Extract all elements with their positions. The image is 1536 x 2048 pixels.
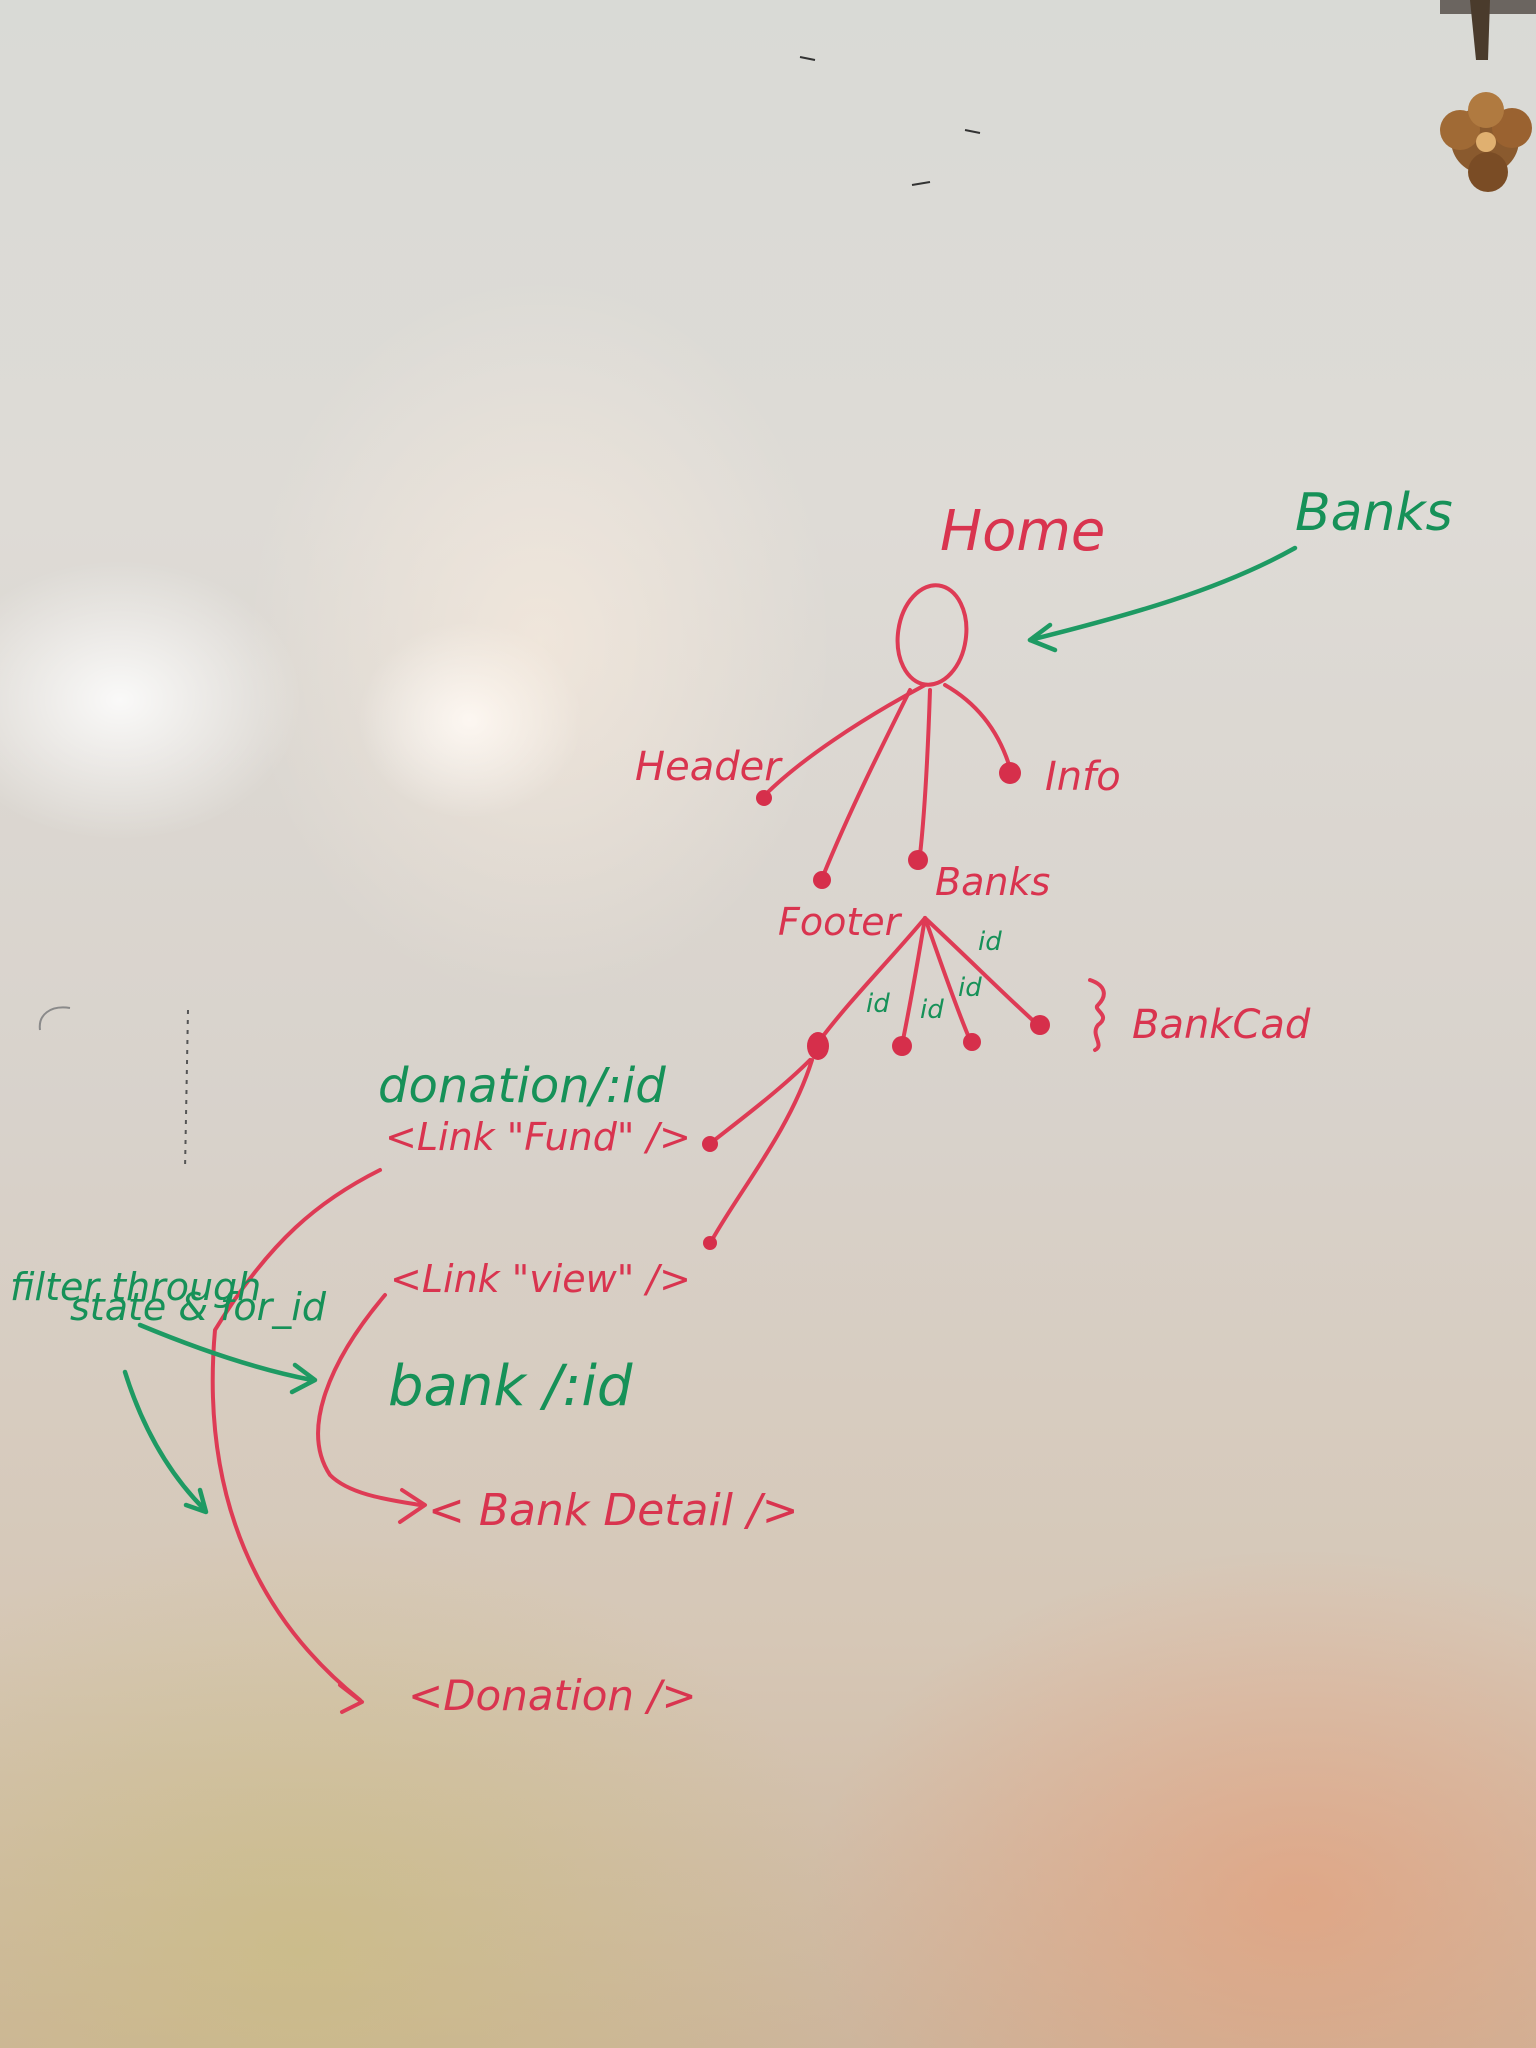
info-label: Info — [1045, 754, 1121, 800]
edge-label-id-3: id — [920, 995, 944, 1025]
edge-card-view — [710, 1058, 814, 1242]
filter-arrows — [122, 1322, 318, 1515]
filter-note-line2: state & for_id — [70, 1285, 327, 1329]
bank-card-node-2 — [892, 1036, 912, 1056]
magnet-clip — [1440, 0, 1536, 192]
view-link-node — [703, 1236, 717, 1250]
link-view-label: <Link "view" /> — [390, 1257, 691, 1301]
banks-node — [908, 850, 928, 870]
link-fund-label: <Link "Fund" /> — [385, 1115, 691, 1159]
bank-card-node-1 — [807, 1032, 829, 1060]
edge-home-header — [763, 683, 927, 797]
bank-detail-label: < Bank Detail /> — [428, 1485, 799, 1536]
edge-banks-card4 — [923, 916, 1040, 1027]
banks-prop-label: Banks — [1295, 483, 1453, 543]
route-arrows — [210, 1168, 427, 1714]
fund-link-node — [702, 1136, 718, 1152]
footer-label: Footer — [778, 900, 903, 944]
edge-home-footer — [821, 688, 912, 878]
edge-home-banks — [918, 688, 932, 857]
fund-to-donation-arrow — [210, 1168, 382, 1702]
info-node — [999, 762, 1021, 784]
bank-card-links — [702, 1058, 814, 1250]
bank-route-label: bank /:id — [388, 1354, 633, 1419]
bank-card-label: BankCad — [1132, 1002, 1311, 1048]
edge-card-fund — [710, 1058, 812, 1144]
edge-label-id-2: id — [866, 989, 890, 1019]
filter-note-line1: filter through — [10, 1265, 261, 1309]
header-node — [756, 790, 772, 806]
edge-label-id-1: id — [978, 927, 1002, 957]
header-label: Header — [635, 744, 783, 790]
edge-banks-card3 — [923, 916, 972, 1042]
stray-marks — [38, 56, 981, 1171]
banks-arrow — [1027, 545, 1298, 653]
banks-children — [807, 916, 1106, 1060]
home-tree — [756, 583, 1021, 889]
donation-route-label: donation/:id — [378, 1058, 666, 1114]
bank-card-node-3 — [963, 1033, 981, 1051]
donation-component-label: <Donation /> — [408, 1671, 697, 1720]
edge-banks-card2 — [901, 916, 927, 1042]
footer-node — [813, 871, 831, 889]
banks-label: Banks — [935, 860, 1050, 904]
home-node-circle — [895, 583, 969, 687]
bank-card-node-4 — [1030, 1015, 1050, 1035]
bank-card-brace — [1088, 978, 1106, 1052]
edge-home-info — [943, 683, 1012, 770]
edge-banks-card1 — [818, 916, 927, 1042]
home-label: Home — [940, 499, 1105, 564]
view-to-bankdetail-arrow — [316, 1293, 422, 1507]
edge-label-id-4: id — [958, 973, 982, 1003]
